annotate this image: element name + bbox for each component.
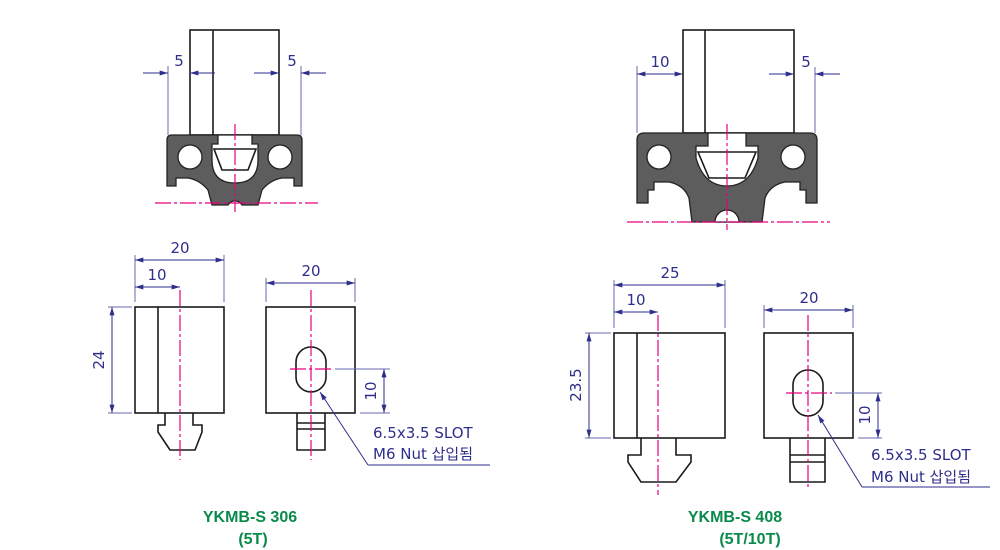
dim-label-offset: 10 <box>626 291 645 309</box>
nut-note: M6 Nut 삽입됨 <box>373 445 473 463</box>
ykmb-s-408-side-view: 25 10 23.5 <box>567 264 726 495</box>
dim-label-slot: 10 <box>362 381 380 400</box>
model-subtitle: (5T) <box>238 531 267 548</box>
dim-label-height: 24 <box>90 350 108 369</box>
profile-core-hole <box>177 144 203 170</box>
model-subtitle: (5T/10T) <box>719 531 780 548</box>
ykmb-s-408-assembly-view: 10 5 <box>627 29 840 230</box>
slot-note: 6.5x3.5 SLOT <box>373 424 474 442</box>
model-title: YKMB-S 306 <box>203 509 297 526</box>
bracket-body <box>189 29 280 136</box>
t-nut <box>696 151 758 179</box>
t-nut-tab <box>627 438 692 483</box>
slot-note: 6.5x3.5 SLOT <box>871 446 972 464</box>
ykmb-s-306-side-view: 20 10 24 <box>90 239 225 460</box>
dim-label: 10 <box>650 53 669 71</box>
profile-center-hole <box>714 209 740 223</box>
dim-label-width: 20 <box>301 262 320 280</box>
dim-label-width: 20 <box>170 239 189 257</box>
dim-label: 5 <box>174 52 184 70</box>
dim-label-height: 23.5 <box>567 368 585 401</box>
t-nut-tab <box>157 413 203 451</box>
dim-label-width: 20 <box>799 289 818 307</box>
dim-label-slot: 10 <box>856 405 874 424</box>
dim-label: 5 <box>801 53 811 71</box>
model-title: YKMB-S 408 <box>688 509 782 526</box>
profile-core-hole <box>646 144 672 170</box>
dim-label: 5 <box>287 52 297 70</box>
ykmb-s-306-front-view: 20 10 6.5x3.5 SLOT M6 Nut 삽입됨 <box>265 262 490 466</box>
ykmb-s-408-front-view: 20 10 6.5x3.5 SLOT M6 Nut 삽입됨 <box>763 289 990 490</box>
dim-label-width: 25 <box>660 264 679 282</box>
profile-core-hole <box>267 144 293 170</box>
profile-core-hole <box>780 144 806 170</box>
ykmb-s-306-assembly-view: 5 5 <box>143 29 326 212</box>
bracket-body <box>682 29 795 134</box>
dim-label-offset: 10 <box>147 266 166 284</box>
t-nut <box>212 148 258 171</box>
nut-note: M6 Nut 삽입됨 <box>871 468 971 486</box>
